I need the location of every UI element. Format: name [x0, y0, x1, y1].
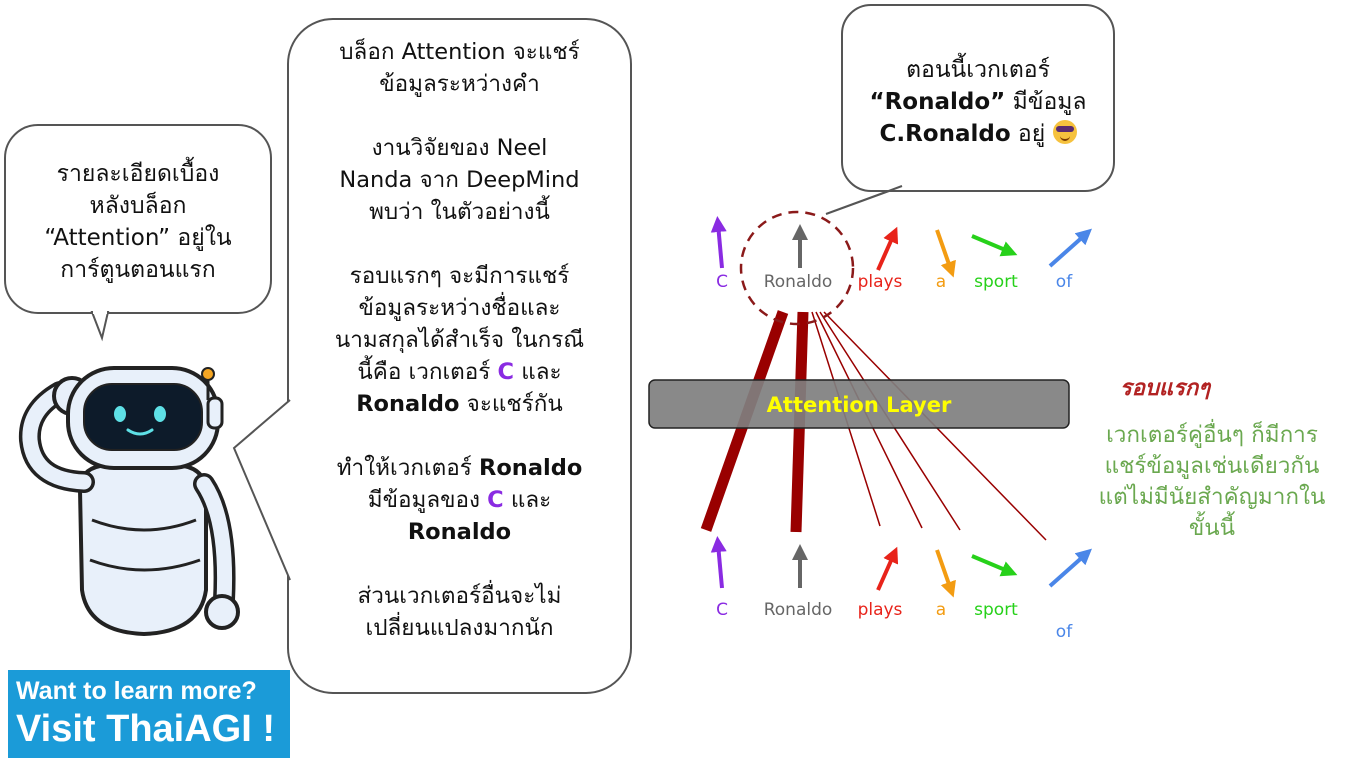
first-round-note: เวกเตอร์คู่อื่นๆ ก็มีการ แชร์ข้อมูลเช่นเ… [1072, 420, 1352, 544]
center-explanation-bubble: บล็อก Attention จะแชร์ ข้อมูลระหว่างคำ ง… [287, 18, 632, 694]
attention-layer-bar [648, 379, 1070, 429]
promo-visit-link[interactable]: Visit ThaiAGI ! [16, 708, 276, 750]
token-arrow-a [935, 549, 956, 598]
text-line: ส่วนเวกเตอร์อื่นจะไม่ [357, 583, 562, 609]
token-ronaldo-highlight: Ronaldo [407, 519, 512, 545]
text-line: ข้อมูลระหว่างชื่อและ [358, 295, 561, 321]
token-arrow-a [935, 229, 956, 278]
token-label-plays: plays [858, 272, 903, 292]
attention-layer-label: Attention Layer [767, 393, 952, 417]
token-arrow-plays [876, 226, 899, 271]
text-fragment: นี้คือ เวกเตอร์ [357, 359, 498, 385]
note-line: แต่ไม่มีนัยสำคัญมากใน [1098, 484, 1326, 510]
robot-mascot-illustration [18, 366, 240, 637]
token-arrow-sport [971, 234, 1018, 257]
token-ronaldo-highlight: Ronaldo [479, 455, 583, 481]
right-bubble-line: “Ronaldo” มีข้อมูล [843, 86, 1113, 118]
text-fragment: มีข้อมูล [1005, 89, 1087, 115]
ronaldo-quoted: “Ronaldo” [869, 89, 1006, 115]
text-fragment: ทำให้เวกเตอร์ [336, 455, 480, 481]
text-line: ข้อมูลระหว่างคำ [379, 71, 540, 97]
token-label-of: of [1056, 622, 1073, 642]
token-arrow-of [1048, 548, 1092, 588]
text-fragment: จะแชร์กัน [459, 391, 563, 417]
ronaldo-highlight-circle [739, 210, 855, 326]
right-bubble-tail [825, 185, 903, 215]
text-fragment: และ [514, 359, 562, 385]
text-line: พบว่า ในตัวอย่างนี้ [369, 199, 550, 225]
paragraph-result: ทำให้เวกเตอร์ Ronaldo มีข้อมูลของ C และ … [289, 452, 630, 548]
token-c-highlight: C [497, 359, 515, 385]
token-arrow-c [710, 536, 727, 589]
left-speech-bubble: รายละเอียดเบื้อง หลังบล็อก “Attention” อ… [4, 124, 272, 314]
paragraph-research: งานวิจัยของ Neel Nanda จาก DeepMind พบว่… [289, 132, 630, 228]
text-line: งานวิจัยของ Neel [371, 135, 548, 161]
text-fragment: และ [503, 487, 552, 513]
token-c-highlight: C [487, 487, 504, 513]
token-label-a: a [936, 272, 946, 292]
token-label-sport: sport [974, 272, 1018, 292]
right-bubble-line: ตอนนี้เวกเตอร์ [906, 57, 1050, 83]
input-token-row: C Ronaldo plays a sport of [710, 536, 1092, 642]
token-label-plays: plays [858, 600, 903, 620]
token-label-sport: sport [974, 600, 1018, 620]
paragraph-first-round: รอบแรกๆ จะมีการแชร์ ข้อมูลระหว่างชื่อและ… [289, 260, 630, 420]
token-label-of: of [1056, 272, 1073, 292]
left-bubble-tail [90, 310, 110, 342]
token-label-a: a [936, 600, 946, 620]
text-line: บล็อก Attention จะแชร์ [339, 39, 580, 65]
promo-line-1: Want to learn more? [16, 677, 257, 705]
token-label-c: C [716, 272, 728, 292]
token-arrow-sport [971, 554, 1018, 577]
text-fragment: อยู่ [1010, 121, 1053, 147]
c-ronaldo-bold: C.Ronaldo [879, 121, 1011, 147]
token-label-ronaldo: Ronaldo [764, 272, 833, 292]
token-arrow-of [1048, 228, 1092, 268]
text-line: รอบแรกๆ จะมีการแชร์ [349, 263, 570, 289]
cool-sunglasses-emoji-icon [1052, 120, 1077, 144]
left-bubble-line: รายละเอียดเบื้อง [56, 161, 220, 187]
first-round-title: รอบแรกๆ [1119, 376, 1211, 401]
text-line: เปลี่ยนแปลงมากนัก [365, 615, 554, 641]
promo-banner[interactable]: Want to learn more? Visit ThaiAGI ! [8, 670, 290, 758]
note-line: แชร์ข้อมูลเช่นเดียวกัน [1104, 453, 1320, 479]
left-bubble-line: หลังบล็อก [89, 193, 187, 219]
token-arrow-c [710, 216, 727, 269]
token-label-c: C [716, 600, 728, 620]
text-line: Nanda จาก DeepMind [339, 167, 580, 193]
note-line: เวกเตอร์คู่อื่นๆ ก็มีการ [1106, 422, 1318, 448]
token-label-ronaldo: Ronaldo [764, 600, 833, 620]
left-bubble-line: “Attention” อยู่ใน [44, 225, 232, 251]
paragraph-others: ส่วนเวกเตอร์อื่นจะไม่ เปลี่ยนแปลงมากนัก [289, 580, 630, 644]
text-fragment: มีข้อมูลของ [367, 487, 488, 513]
token-arrow-plays [876, 546, 899, 591]
output-token-row: C Ronaldo plays a sport of [710, 216, 1092, 292]
token-ronaldo-highlight: Ronaldo [356, 391, 460, 417]
right-bubble-line: C.Ronaldo อยู่ [843, 118, 1113, 150]
text-line: นามสกุลได้สำเร็จ ในกรณี [334, 327, 585, 353]
paragraph-attention-intro: บล็อก Attention จะแชร์ ข้อมูลระหว่างคำ [289, 36, 630, 100]
note-line: ขั้นนี้ [1188, 515, 1236, 541]
right-speech-bubble: ตอนนี้เวกเตอร์ “Ronaldo” มีข้อมูล C.Rona… [841, 4, 1115, 192]
left-bubble-line: การ์ตูนตอนแรก [60, 257, 216, 283]
center-bubble-tail [232, 399, 291, 581]
